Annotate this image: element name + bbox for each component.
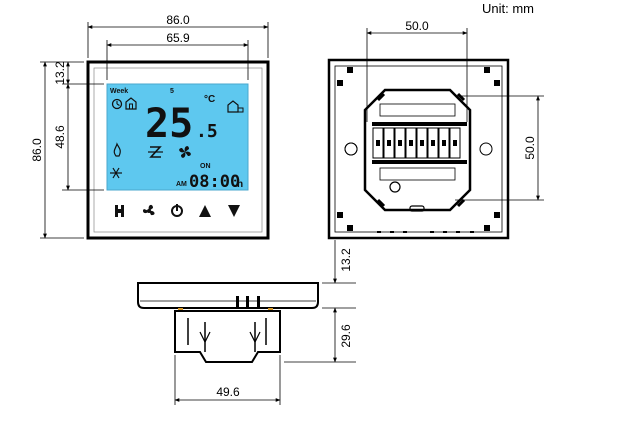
lcd-week-label: Week (110, 88, 128, 95)
dim-screen-height: 48.6 (53, 125, 67, 149)
dim-top-margin: 13.2 (53, 61, 67, 85)
back-view: 50.0 50.0 (327, 19, 544, 240)
back-housing (363, 88, 472, 212)
dim-mount-spacing-v: 50.0 (523, 136, 537, 160)
lcd-temperature-main: 25 (145, 101, 193, 147)
unit-label: Unit: mm (482, 1, 534, 16)
fan-button[interactable] (142, 204, 155, 216)
home-icon (125, 97, 137, 110)
up-button[interactable] (199, 205, 211, 217)
mode-button[interactable] (115, 205, 124, 217)
lcd-time: 08:00 (189, 172, 240, 192)
dim-screen-width: 65.9 (166, 31, 190, 45)
mount-hole-left (344, 142, 358, 156)
side-pins (236, 296, 260, 308)
holiday-icon (227, 100, 244, 113)
mount-hole-right (479, 142, 493, 156)
heating-icon (113, 142, 121, 157)
touch-buttons (115, 204, 240, 217)
lcd-temperature-decimal: .5 (196, 121, 218, 142)
lcd-on-label: ON (200, 163, 211, 170)
side-front-plate (137, 282, 319, 309)
power-button[interactable] (171, 204, 183, 217)
dim-panel-thickness: 13.2 (339, 248, 353, 272)
dim-front-height: 86.0 (30, 138, 44, 162)
lcd-ampm-label: AM (176, 181, 187, 188)
down-button[interactable] (228, 205, 240, 217)
edge-slots (337, 67, 500, 233)
lcd-screen (106, 83, 249, 191)
auto-mode-icon (111, 98, 123, 110)
dim-body-depth: 29.6 (339, 324, 353, 348)
side-body (174, 310, 281, 363)
fan-icon (179, 146, 191, 158)
dim-mount-spacing-h: 50.0 (405, 19, 429, 33)
front-panel-inner-edge (93, 67, 263, 233)
dim-front-width: 86.0 (166, 13, 190, 27)
front-view: Week 5 25 .5 °C (30, 13, 270, 240)
valve-icon (148, 146, 163, 158)
dim-body-width: 49.6 (216, 385, 240, 399)
lcd-time-unit: h (237, 179, 243, 190)
lcd-temperature-unit: °C (204, 94, 215, 105)
side-view: 13.2 29.6 49.6 (137, 240, 356, 405)
cooling-icon (110, 167, 122, 179)
lcd-day-label: 5 (170, 88, 174, 95)
